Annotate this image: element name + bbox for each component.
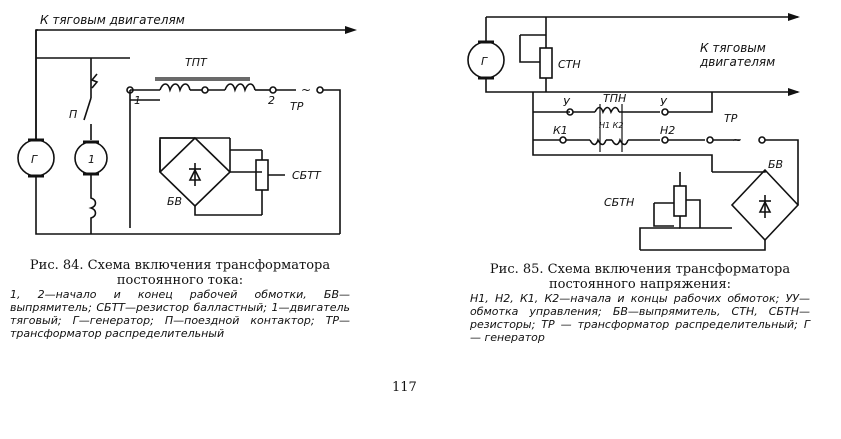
fig84-generator-symbol: Г xyxy=(31,153,38,166)
fig84-caption-title: Рис. 84. Схема включения трансформатора … xyxy=(29,258,331,288)
fig85-sbtn-label: СБТН xyxy=(604,196,634,209)
fig85-caption: Рис. 85. Схема включения трансформатора … xyxy=(470,262,810,344)
fig84-caption: Рис. 84. Схема включения трансформатора … xyxy=(10,258,350,340)
fig84-to-motors-label: К тяговым двигателям xyxy=(40,13,185,27)
page-number: 117 xyxy=(392,380,417,395)
fig85-u1-label: У xyxy=(563,96,571,109)
fig85-caption-title: Рис. 85. Схема включения трансформатора … xyxy=(489,262,791,292)
fig85-k1-label: К1 xyxy=(553,124,568,137)
fig84-bv-label: БВ xyxy=(167,195,182,208)
fig85-tpn-label: ТПН xyxy=(603,92,626,105)
fig84-sbtt-label: СБТТ xyxy=(292,169,322,182)
fig85-to-motors-line1: К тяговым xyxy=(700,41,766,55)
fig85-tilde: ~ xyxy=(732,133,742,147)
fig85-u2-label: У xyxy=(660,96,668,109)
fig85-k1k2-label: Н1 К2 xyxy=(599,121,623,130)
fig84-winding-start-label: 1 xyxy=(134,94,141,107)
fig85-stn-label: СТН xyxy=(558,58,581,71)
fig85-bv-label: БВ xyxy=(768,158,783,171)
fig85-to-motors-line2: двигателям xyxy=(699,55,775,69)
fig85-tr-label: ТР xyxy=(724,112,738,125)
fig84-tilde: ~ xyxy=(301,83,311,97)
fig85-generator-symbol: Г xyxy=(481,55,488,68)
fig84-motor-symbol: 1 xyxy=(88,153,95,166)
fig85-n2-label: Н2 xyxy=(660,124,675,137)
fig84-caption-legend: 1, 2—начало и конец рабочей обмотки, БВ—… xyxy=(10,288,350,340)
fig84-tpt-label: ТПТ xyxy=(185,56,208,69)
fig84-contactor-label: П xyxy=(69,108,77,121)
fig84-winding-end-label: 2 xyxy=(268,94,275,107)
fig84-tr-label: ТР xyxy=(290,100,304,113)
fig85-caption-legend: Н1, Н2, К1, К2—начала и концы рабочих об… xyxy=(470,292,810,344)
